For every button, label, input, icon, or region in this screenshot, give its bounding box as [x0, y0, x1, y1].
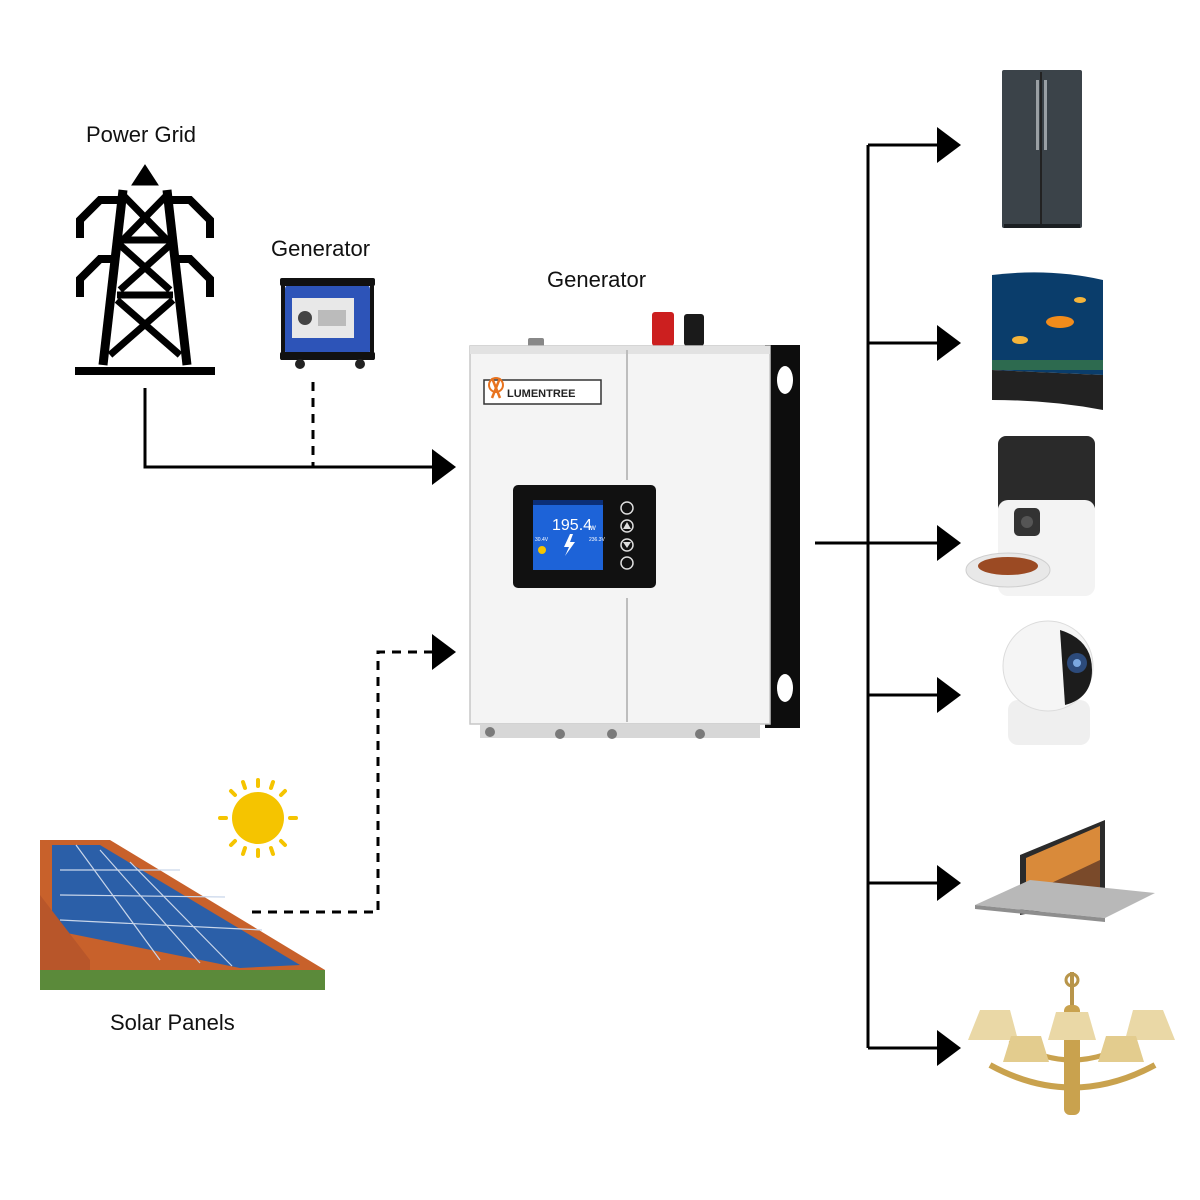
solar-panels-label: Solar Panels — [110, 1010, 235, 1035]
laptop-icon — [975, 820, 1155, 922]
screen-power-unit: w — [589, 523, 596, 532]
generator-small-label: Generator — [271, 236, 371, 261]
solar-dashed-connector — [252, 650, 432, 914]
output-bus — [815, 143, 938, 1050]
generator-main-label: Generator — [547, 267, 647, 292]
grid-connector — [143, 388, 432, 469]
inverter-device — [469, 312, 800, 739]
transmission-tower-icon — [75, 164, 215, 375]
screen-power-value: 195.4 — [552, 517, 592, 534]
grid-arrow-head — [432, 449, 456, 485]
lumentree-logo — [488, 377, 504, 399]
refrigerator-icon — [1002, 70, 1082, 228]
solar-arrow-head — [432, 634, 456, 670]
security-camera-icon — [1002, 620, 1094, 745]
screen-left-voltage: 30.4V — [535, 537, 549, 543]
portable-generator-icon — [280, 278, 375, 369]
sun-icon — [218, 778, 298, 858]
power-grid-label: Power Grid — [86, 122, 197, 147]
inverter-brand-text: LUMENTREE — [507, 388, 575, 400]
aquarium-icon — [992, 272, 1103, 410]
chandelier-icon — [968, 972, 1175, 1115]
output-arrow-heads — [937, 127, 961, 1066]
pet-feeder-icon — [965, 436, 1095, 596]
screen-right-voltage: 236.3V — [589, 537, 606, 543]
solar-roof-icon — [40, 840, 325, 990]
